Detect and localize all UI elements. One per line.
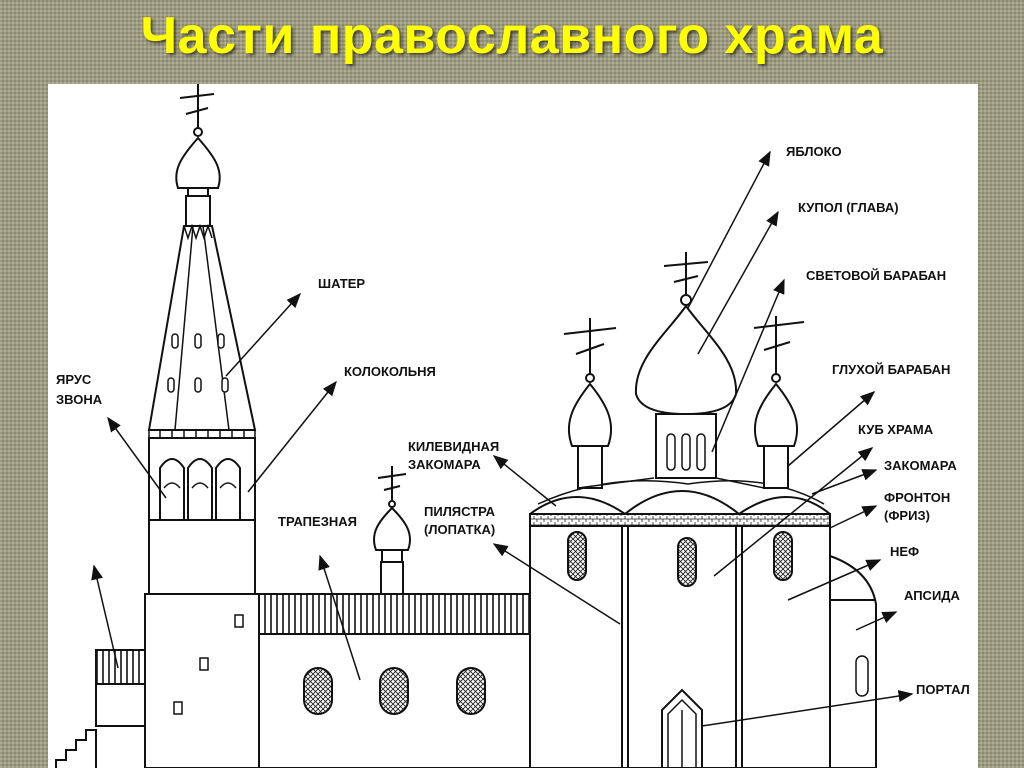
arrow-kilevidnaya [492,455,557,507]
diagram-labels: ЯБЛОКО КУПОЛ (ГЛАВА) СВЕТОВОЙ БАРАБАН ГЛ… [56,144,970,697]
arrow-apsida [855,611,898,631]
label-trapeznaya: ТРАПЕЗНАЯ [278,514,357,529]
label-portal: ПОРТАЛ [916,682,970,697]
arrow-gluhoy [787,391,876,467]
page-title: Части православного храма [140,7,884,65]
label-pilyastra: ПИЛЯСТРА [424,504,496,519]
label-apsida: АПСИДА [904,588,961,603]
leader-arrows [91,150,914,727]
porch [55,649,146,768]
label-gluhoy-baraban: ГЛУХОЙ БАРАБАН [832,362,950,377]
label-kub-hrama: КУБ ХРАМА [858,422,934,437]
label-kolokolnya: КОЛОКОЛЬНЯ [344,364,436,379]
label-fronton: ФРОНТОН [884,490,950,505]
arrow-pilyastra [492,543,621,625]
arrow-fronton [829,505,878,529]
arrow-trapeznaya [318,554,361,681]
label-svetovoy-baraban: СВЕТОВОЙ БАРАБАН [806,268,946,283]
bell-tower [144,84,260,768]
arrow-kupol [697,210,779,355]
church-drawing [55,84,877,768]
label-zvona: ЗВОНА [56,392,103,407]
church-diagram: ЯБЛОКО КУПОЛ (ГЛАВА) СВЕТОВОЙ БАРАБАН ГЛ… [55,84,970,768]
refectory [258,466,531,768]
label-shater: ШАТЕР [318,276,365,291]
label-zakomara: ЗАКОМАРА [884,458,957,473]
arrow-paperte [91,564,119,669]
label-kupol: КУПОЛ (ГЛАВА) [798,200,899,215]
arrow-portal [701,690,914,727]
main-church [529,252,877,768]
label-yabloko: ЯБЛОКО [786,144,842,159]
arrow-shater [225,292,302,377]
arrow-svetovoy [711,278,785,453]
label-friz: (ФРИЗ) [884,508,930,523]
arrow-kub [713,447,874,577]
arrow-zakomara [811,469,878,495]
label-kilevidnaya: КИЛЕВИДНАЯ [408,439,499,454]
arrow-kolokolnya [247,380,337,493]
arrow-nef [787,559,882,601]
arrow-yarus [107,416,167,499]
label-kilevidnaya-zakomara: ЗАКОМАРА [408,457,481,472]
label-yarus: ЯРУС [56,372,92,387]
arrow-yabloko [687,150,771,309]
label-lopatka: (ЛОПАТКА) [424,522,495,537]
label-nef: НЕФ [890,544,919,559]
